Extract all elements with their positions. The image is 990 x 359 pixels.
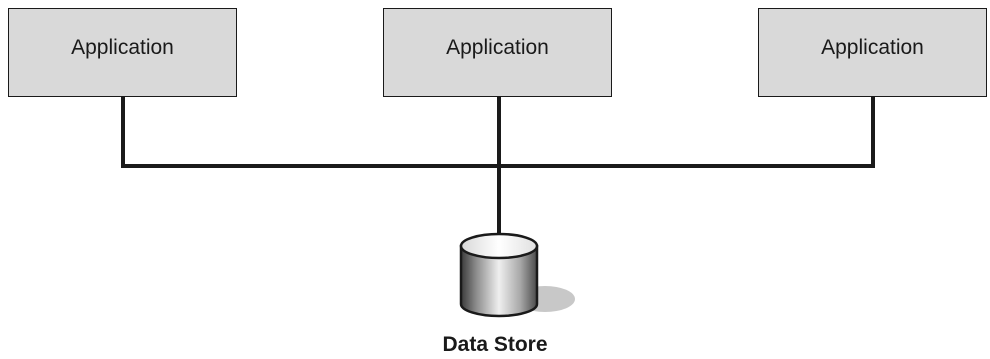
application-box-middle: Application <box>383 8 612 97</box>
application-label: Application <box>71 35 174 59</box>
application-label: Application <box>821 35 924 59</box>
application-box-right: Application <box>758 8 987 97</box>
data-store-label: Data Store <box>442 333 548 356</box>
database-cylinder-icon <box>459 232 575 318</box>
application-box-left: Application <box>8 8 237 97</box>
application-label: Application <box>446 35 549 59</box>
